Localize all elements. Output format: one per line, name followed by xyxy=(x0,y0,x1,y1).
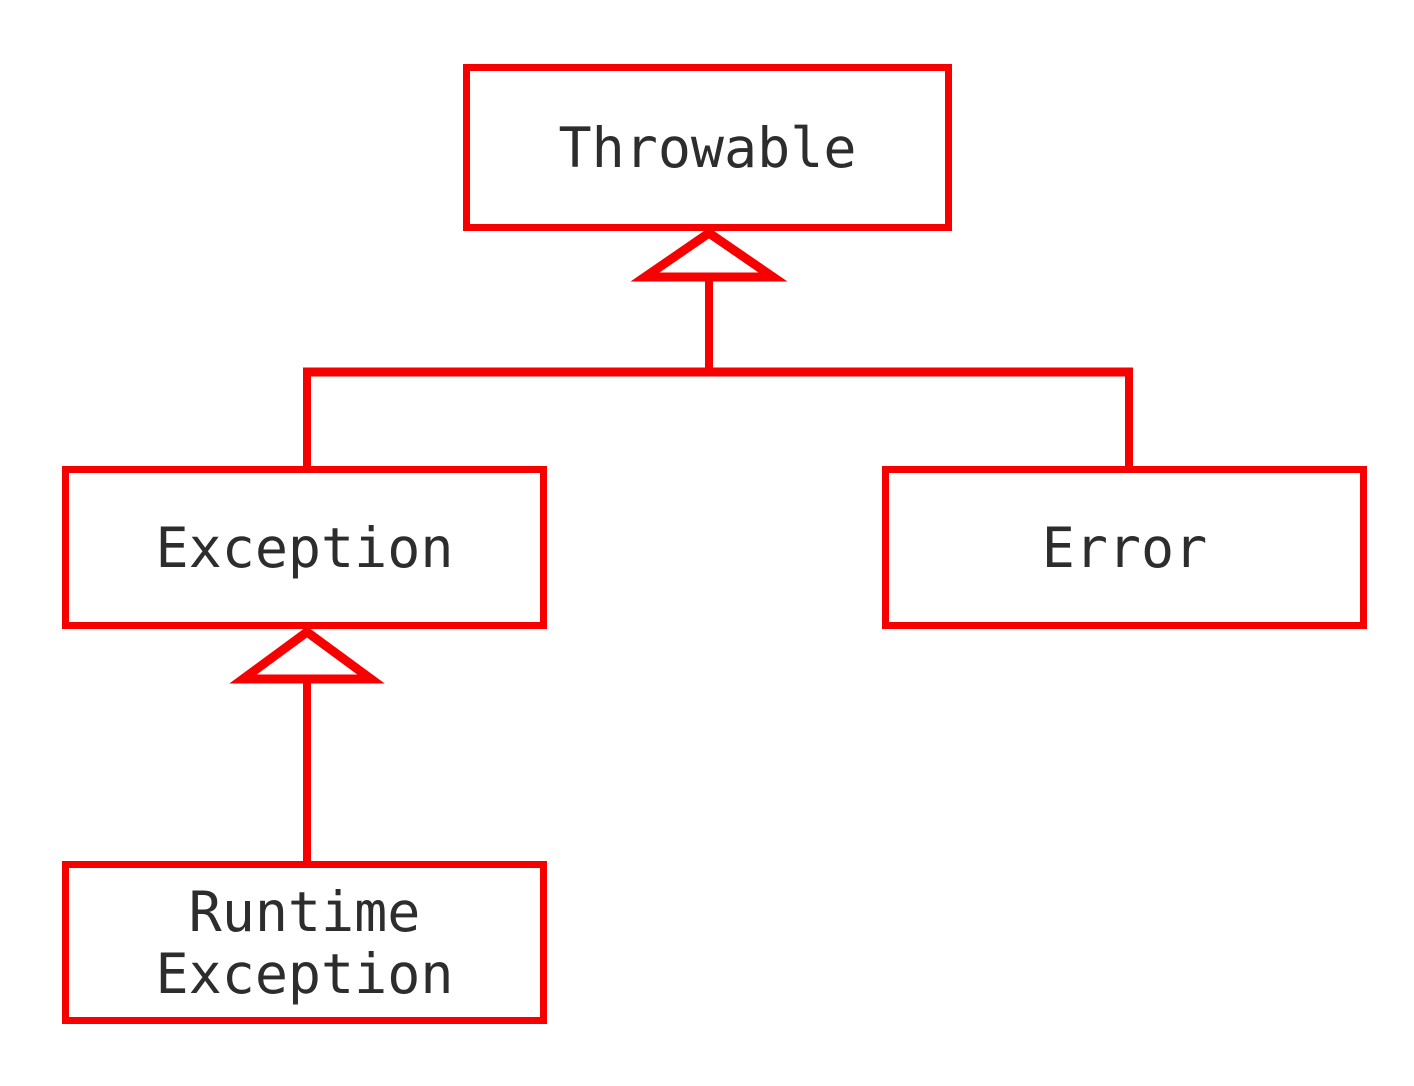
class-node-label: Error xyxy=(1041,515,1208,580)
edge-to-throwable xyxy=(303,227,1133,470)
class-node-throwable[interactable]: Throwable xyxy=(463,64,952,231)
generalization-arrowhead-icon xyxy=(630,227,788,282)
class-node-label: Throwable xyxy=(558,115,857,180)
class-node-error[interactable]: Error xyxy=(882,466,1367,629)
class-node-label: Exception xyxy=(155,515,454,580)
generalization-arrowhead-icon xyxy=(229,626,385,684)
class-node-label: Runtime Exception xyxy=(155,879,454,1006)
class-node-runtimeexception[interactable]: Runtime Exception xyxy=(62,861,547,1024)
edge-to-exception xyxy=(229,626,385,865)
class-node-exception[interactable]: Exception xyxy=(62,466,547,629)
